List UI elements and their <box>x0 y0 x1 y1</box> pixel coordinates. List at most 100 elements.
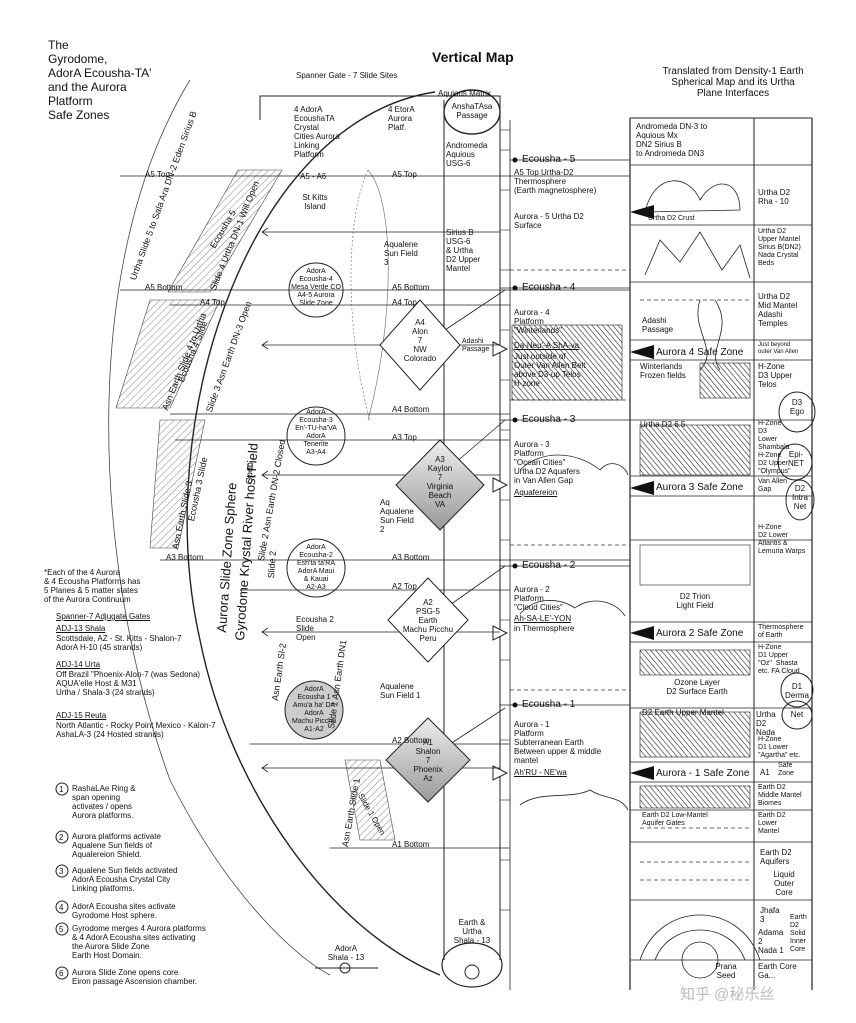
level-a4-bottom: A4 Bottom <box>392 405 429 414</box>
safe-zone-1: Aurora - 1 Safe Zone <box>656 768 749 779</box>
aurora-5-surface: Aurora - 5 Urtha D2 Surface <box>514 212 584 230</box>
ecousha-1: Ecousha - 1 <box>522 699 575 710</box>
aqualene-sun-2: Aq Aqualene Sun Field 2 <box>380 498 414 534</box>
st-kitts: St Kitts Island <box>293 193 337 211</box>
right-title: Translated from Density-1 Earth Spherica… <box>628 66 838 99</box>
step-6-text: Aurora Slide Zone opens core Eiron passa… <box>72 968 197 986</box>
ecousha-4: Ecousha - 4 <box>522 282 575 293</box>
gates-title: Spanner-7 Adjugate Gates <box>56 612 150 621</box>
safe-zone-a1: Safe Zone <box>778 762 794 778</box>
urtha-mid-mantel: Urtha D2 Mid Mantel Adashi Temples <box>758 292 797 328</box>
gate-adj13-title: ADJ-13 Shala <box>56 624 105 633</box>
earth-upper-mantel: D2 Earth Upper Mantel <box>642 708 724 717</box>
jhafa: Jhafa 3 <box>760 906 780 924</box>
circle-ecousha-4: AdorA Ecousha-4 Mesa Verde CO A4-5 Auror… <box>282 268 350 308</box>
low-mantel: Earth D2 Low-Mantel Aquifer Gates <box>642 812 708 828</box>
hzone-shambala: H-Zone D3 Lower Shambala <box>758 420 790 452</box>
urtha-nada: Urtha D2 Nada <box>756 710 776 737</box>
adora-ecousha-ta: 4 AdorA EcoushaTA Crystal Cities Aurora … <box>294 105 340 159</box>
a5a6-label: A5 - A6 <box>300 172 326 181</box>
ecousha-2: Ecousha - 2 <box>522 560 575 571</box>
level-a5-top-right: A5 Top <box>392 170 417 179</box>
diamond-a3: A3 Kaylon 7 Virginia Beach VA <box>412 455 468 509</box>
step-5-text: Gyrodome merges 4 Aurora platforms & 4 A… <box>72 924 206 960</box>
urtha-rha: Urtha D2 Rha - 10 <box>758 188 790 206</box>
step-2-text: Aurora platforms activate Aqualene Sun f… <box>72 832 161 859</box>
aqualene-sun-3: Aqualene Sun Field 3 <box>384 240 418 267</box>
earth-urtha-shala: Earth & Urtha Shala - 13 <box>444 918 500 945</box>
open-label-a: Open <box>244 462 255 484</box>
aurora-4-platform: Aurora - 4 Platform "Winterlands" <box>514 308 562 335</box>
hzone-olympus: H-Zone D2 Upper "Olympus" <box>758 452 791 476</box>
safe-zone-3: Aurora 3 Safe Zone <box>656 482 743 493</box>
aurora-5-thermo: A5 Top Urtha-D2 Thermosphere (Earth magn… <box>514 168 596 195</box>
van-allen-gap: Van Allen Gap <box>758 478 787 494</box>
andromeda-col: Andromeda Aquious USG-6 <box>446 141 487 168</box>
prana-seed: Prana Seed <box>706 962 746 980</box>
middle-mantel: Earth D2 Middle Mantel Biomes <box>758 784 802 808</box>
level-a3-top: A3 Top <box>392 433 417 442</box>
a1-safe: A1 <box>760 768 770 777</box>
step-3-num: 3 <box>59 867 63 876</box>
aurora-2-platform: Aurora - 2 Platform "Cloud Cities" <box>514 585 563 612</box>
platform-note: *Each of the 4 Aurora & 4 Ecousha Platfo… <box>44 568 141 604</box>
gate-adj15-body: North Atlantic - Rocky Point Mexico - Ka… <box>56 721 216 739</box>
d3-ego: D3 Ego <box>782 398 812 416</box>
aqualene-sun-1: Aqualene Sun Field 1 <box>380 682 420 700</box>
ecousha-3: Ecousha - 3 <box>522 414 575 425</box>
aurora-4-desc: Just outside of Outer Van Allen Belt abo… <box>514 352 585 388</box>
watermark: 知乎 @秘乐丝 <box>680 990 774 1000</box>
urtha-crust: Urtha D2 Crust <box>648 214 695 223</box>
lower-mantel: Earth D2 Lower Mantel <box>758 812 786 836</box>
level-a1-bottom: A1 Bottom <box>392 840 429 849</box>
safe-zone-2: Aurora 2 Safe Zone <box>656 628 743 639</box>
ansha-passage: AnshaTAsa Passage <box>446 102 498 120</box>
diamond-a4: A4 Alon 7 NW Colorado <box>392 318 448 363</box>
net-label: Net <box>784 710 810 719</box>
urtha-6-5: Urtha D2 6.5 <box>640 420 685 429</box>
winterlands: Winterlands Frozen fields <box>640 362 686 380</box>
step-1-num: 1 <box>59 785 63 794</box>
ozone-layer: Ozone Layer D2 Surface Earth <box>652 678 742 696</box>
aurora-1-platform: Aurora - 1 Platform Subterranean Earth B… <box>514 720 601 765</box>
gate-adj15-title: ADJ-15 Reuta <box>56 711 106 720</box>
circle-ecousha-2: AdorA Ecousha-2 Esh'ta ta'RA AdorA Maui … <box>282 544 350 592</box>
d2-trion: D2 Trion Light Field <box>660 592 730 610</box>
liquid-outer-core: Liquid Outer Core <box>764 870 804 897</box>
gate-adj13-body: Scottsdale, AZ - St. Kitts - Shalon-7 Ad… <box>56 634 181 652</box>
aurora-3-name: Aquafereion <box>514 488 557 497</box>
aurora-2-name: Ah-SA-LE'-YON <box>514 614 571 623</box>
adama: Adama 2 <box>758 928 783 946</box>
solid-inner-core: Earth D2 Solid Inner Core <box>790 914 807 954</box>
level-a5-bottom-right: A5 Bottom <box>392 283 429 292</box>
step-2-num: 2 <box>59 833 63 842</box>
ecousha2-slide-open: Ecousha 2 Slide Open <box>296 615 334 642</box>
d2-intra-net: D2 Intra Net <box>786 484 814 511</box>
step-5-num: 5 <box>59 925 63 934</box>
gate-adj14-title: ADJ-14 Urta <box>56 660 100 669</box>
level-a5-bottom-left: A5 Bottom <box>145 283 182 292</box>
d1-derma: D1 Derma <box>782 682 812 700</box>
earth-core: Earth Core Ga... <box>758 962 797 980</box>
aurora-1-name: Ah'RU - NE'wa <box>514 768 567 777</box>
page-title: Vertical Map <box>432 52 514 62</box>
aurora-4-name: Da-Neu'-A ShA-va <box>514 341 579 350</box>
level-a4-top-right: A4 Top <box>392 298 417 307</box>
earth-aquifers: Earth D2 Aquifers <box>760 848 792 866</box>
etora: 4 EtorA Aurora Platf. <box>388 105 415 132</box>
level-a3-bottom-left: A3 Bottom <box>166 553 203 562</box>
level-a3-bottom-right: A3 Bottom <box>392 553 429 562</box>
level-a4-top-left: A4 Top <box>200 298 225 307</box>
slide-2-label: Slide 2 <box>266 551 278 579</box>
step-6-num: 6 <box>59 969 63 978</box>
safe-zone-4: Aurora 4 Safe Zone <box>656 347 743 358</box>
nada-1: Nada 1 <box>758 946 784 955</box>
circle-ecousha-3: AdorA Ecousha-3 En'-TU-ha'VA AdorA Tener… <box>282 409 350 457</box>
hzone-agartha: H-Zone D1 Lower "Agartha" etc. <box>758 736 801 760</box>
hzone-atlantis: H-Zone D2 Lower Atlantis & Lemuria Warps <box>758 524 805 556</box>
thermosphere-earth: Thermosphere of Earth <box>758 624 804 640</box>
aurora-2-thermo: in Thermosphere <box>514 624 574 633</box>
step-4-text: AdorA Ecousha sites activate Gyrodome Ho… <box>72 902 176 920</box>
diamond-a1: A1 Shalon 7 Phoenix Az <box>400 738 456 783</box>
sirius-label: Sirius B USG-6 & Urtha D2 Upper Mantel <box>446 228 480 273</box>
